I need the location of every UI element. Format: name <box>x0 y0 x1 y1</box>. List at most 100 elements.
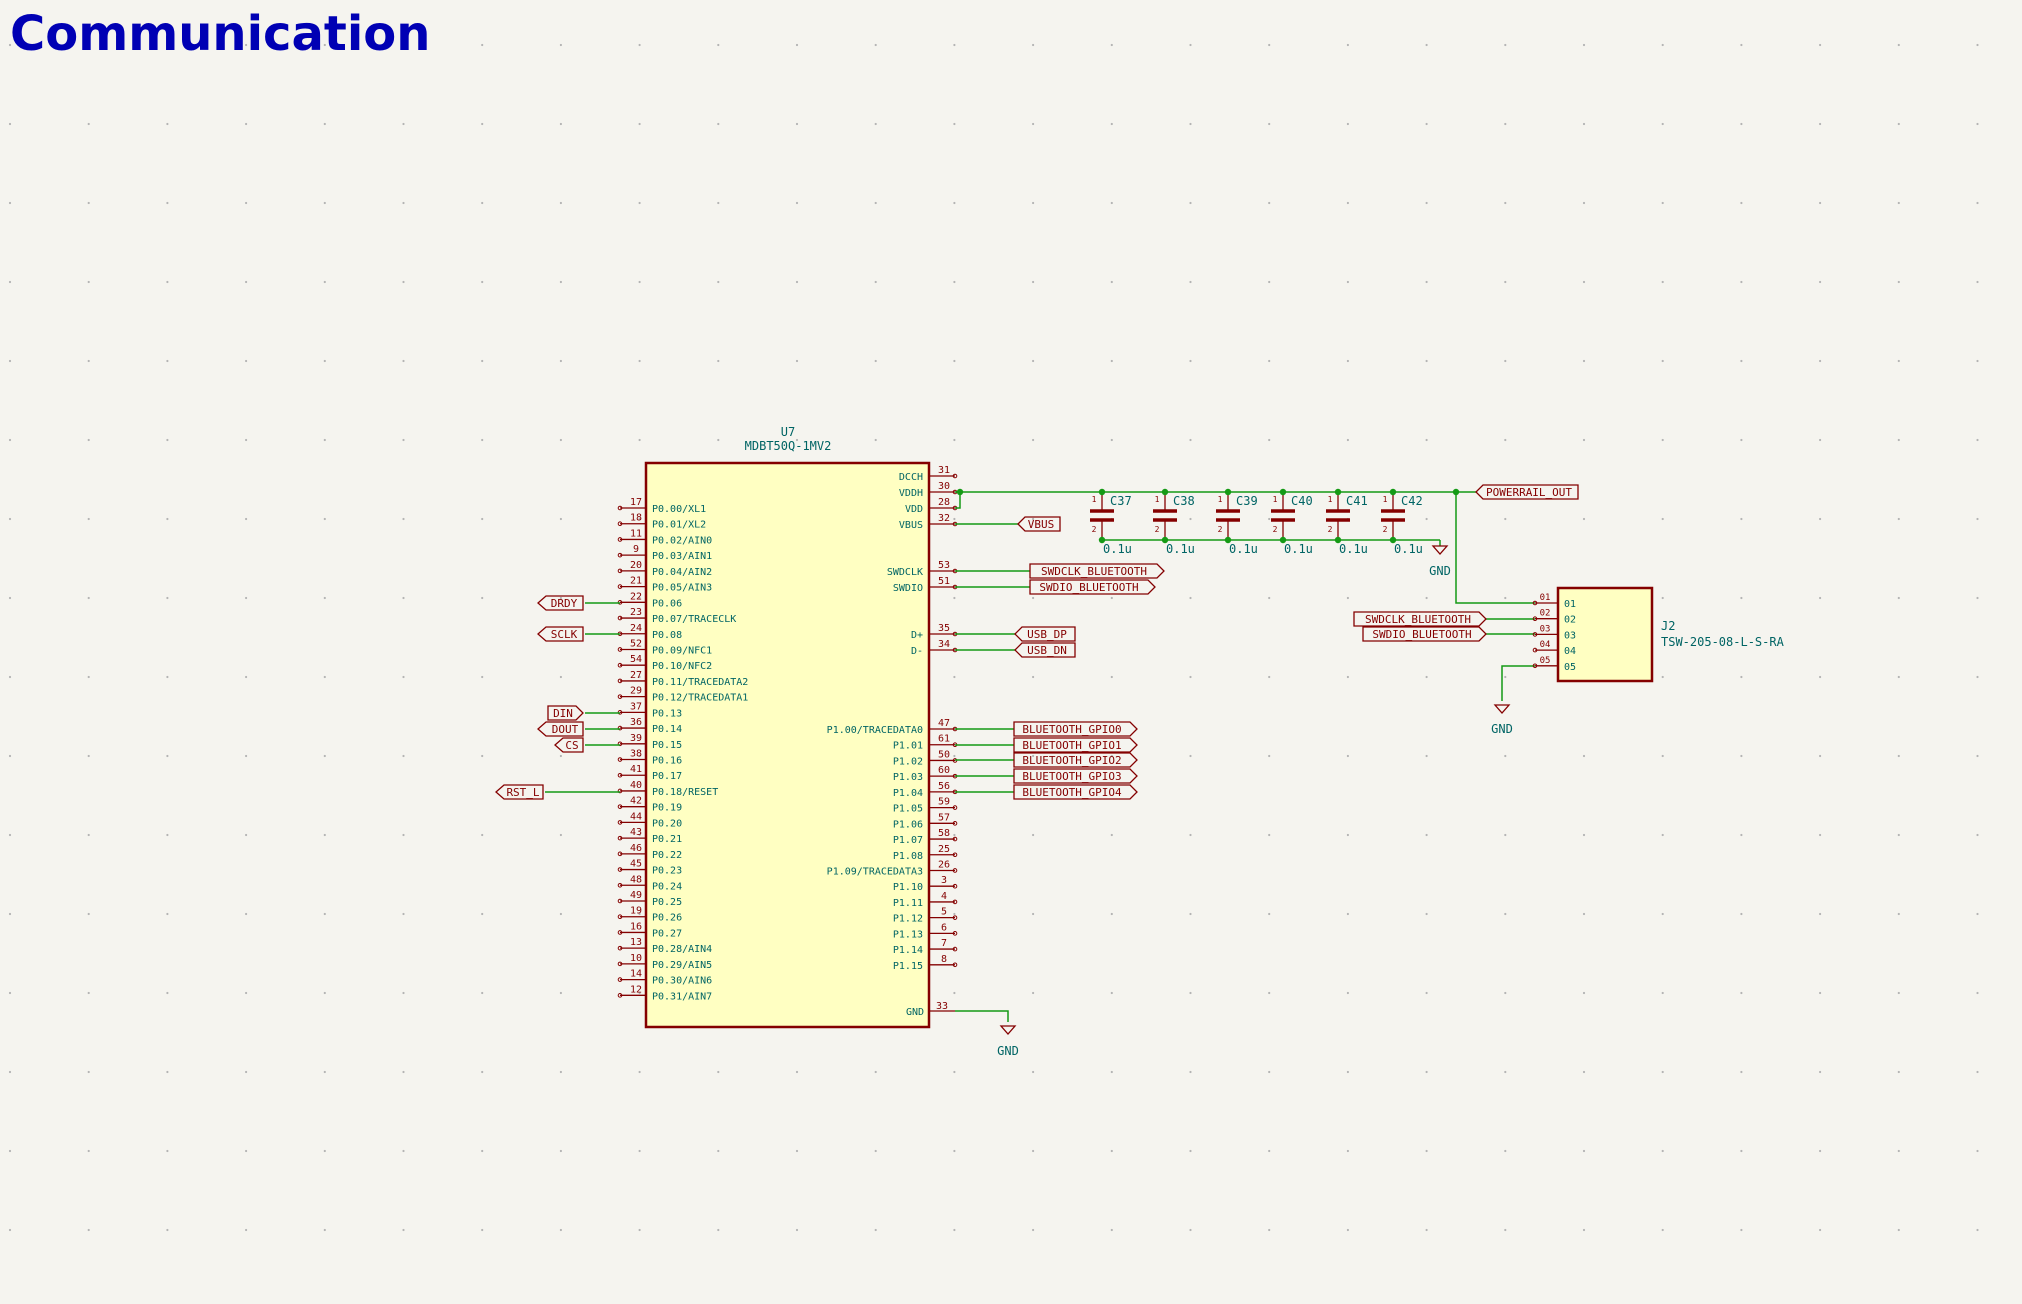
grid-dot <box>481 991 484 995</box>
u7-gnd-pin-number: 33 <box>936 1001 948 1012</box>
grid-dot <box>1504 833 1507 837</box>
grid-dot <box>402 596 405 600</box>
grid-dot <box>1110 991 1113 995</box>
grid-dot <box>1504 517 1507 521</box>
grid-dot <box>559 359 563 363</box>
label-powerrail-out[interactable]: POWERRAIL_OUT <box>1475 484 1579 500</box>
grid-dot <box>1582 1228 1586 1232</box>
grid-dot <box>638 359 641 363</box>
u7-value: MDBT50Q-1MV2 <box>745 439 832 453</box>
label-swdio-bluetooth[interactable]: SWDIO_BLUETOOTH <box>1029 579 1156 595</box>
j2-label-swdclk[interactable]: SWDCLK_BLUETOOTH <box>1353 611 1487 627</box>
j2-label-swdio[interactable]: SWDIO_BLUETOOTH <box>1362 626 1487 642</box>
label-usb-dn[interactable]: USB_DN <box>1014 642 1076 658</box>
u7-pin-number: 37 <box>630 701 642 712</box>
label-vbus[interactable]: VBUS <box>1017 516 1061 532</box>
grid-dot <box>402 280 405 284</box>
u7-pin-number: 6 <box>941 922 947 933</box>
u7-pin-name: P1.06 <box>893 819 923 830</box>
grid-dot <box>87 438 90 442</box>
label-sclk[interactable]: SCLK <box>537 626 584 642</box>
grid-dot <box>1819 43 1822 47</box>
grid-dot <box>1661 833 1664 837</box>
u7-module[interactable]: U7 MDBT50Q-1MV2 17P0.00/XL118P0.01/XL211… <box>617 425 958 1029</box>
u7-pin-name: P0.03/AIN1 <box>652 551 712 562</box>
grid-dot <box>559 675 563 679</box>
u7-body[interactable] <box>644 461 931 1029</box>
grid-dot <box>1425 833 1428 837</box>
grid-dot <box>1268 675 1271 679</box>
grid-dot <box>1346 912 1349 916</box>
u7-pin-name: P0.05/AIN3 <box>652 583 712 594</box>
u7-pin: 6P1.13 <box>893 922 958 940</box>
grid-dot <box>1032 991 1035 995</box>
label-bluetooth-gpio4[interactable]: BLUETOOTH_GPIO4 <box>1013 784 1138 800</box>
grid-dot <box>1268 833 1271 837</box>
grid-dot <box>1032 438 1035 442</box>
label-cs[interactable]: CS <box>554 737 584 753</box>
grid-dot <box>1504 122 1507 126</box>
grid-dot <box>1740 43 1743 47</box>
grid-dot <box>402 912 405 916</box>
label-usb-dp[interactable]: USB_DP <box>1014 626 1076 642</box>
grid-dot <box>1425 596 1428 600</box>
u7-pin-number: 59 <box>938 797 950 808</box>
label-rst-l[interactable]: RST_L <box>495 784 544 800</box>
grid-dot <box>953 675 956 679</box>
label-din[interactable]: DIN <box>547 705 584 721</box>
u7-pin-name: VBUS <box>899 520 923 531</box>
u7-pin-number: 57 <box>938 812 950 823</box>
grid-dot <box>323 280 326 284</box>
grid-dot <box>717 201 720 205</box>
grid-dot <box>559 201 563 205</box>
grid-dot <box>323 438 326 442</box>
grid-dot <box>245 1228 248 1232</box>
j2-header[interactable]: J2 TSW-205-08-L-S-RA 0101020203030404050… <box>1353 586 1785 683</box>
grid-dot <box>481 438 484 442</box>
j2-pin-name: 02 <box>1564 615 1576 626</box>
grid-dot <box>1897 912 1900 916</box>
grid-dot <box>1740 1228 1743 1232</box>
grid-dot <box>1661 122 1664 126</box>
grid-dot <box>1425 359 1428 363</box>
grid-dot <box>1110 1228 1113 1232</box>
label-drdy[interactable]: DRDY <box>537 595 584 611</box>
label-bluetooth-gpio2[interactable]: BLUETOOTH_GPIO2 <box>1013 752 1138 768</box>
u7-pin-number: 28 <box>938 497 950 508</box>
grid-dot <box>1897 675 1900 679</box>
label-gpio0-text: BLUETOOTH_GPIO0 <box>1022 723 1121 736</box>
grid-dot <box>559 991 563 995</box>
grid-dot <box>402 991 405 995</box>
label-bluetooth-gpio3[interactable]: BLUETOOTH_GPIO3 <box>1013 768 1138 784</box>
label-bluetooth-gpio0[interactable]: BLUETOOTH_GPIO0 <box>1013 721 1138 737</box>
grid-dot <box>1504 201 1507 205</box>
label-dout-text: DOUT <box>552 723 579 736</box>
capacitor-reference: C40 <box>1291 494 1313 508</box>
grid-dot <box>1897 754 1900 758</box>
label-bluetooth-gpio1[interactable]: BLUETOOTH_GPIO1 <box>1013 737 1138 753</box>
u7-pin-name: P0.15 <box>652 740 682 751</box>
grid-dot <box>1976 991 1979 995</box>
label-swdclk-bluetooth[interactable]: SWDCLK_BLUETOOTH <box>1029 563 1165 579</box>
grid-dot <box>1740 675 1743 679</box>
u7-pin-number: 44 <box>630 811 642 822</box>
grid-dot <box>1819 359 1822 363</box>
grid-dot <box>638 912 641 916</box>
label-powerrail-text: POWERRAIL_OUT <box>1486 486 1572 499</box>
j2-body[interactable] <box>1556 586 1654 683</box>
u7-pin-number: 54 <box>630 654 642 665</box>
grid-dot <box>1661 1070 1664 1074</box>
grid-dot <box>1110 912 1113 916</box>
grid-dot <box>166 122 169 126</box>
label-dout[interactable]: DOUT <box>537 721 584 737</box>
